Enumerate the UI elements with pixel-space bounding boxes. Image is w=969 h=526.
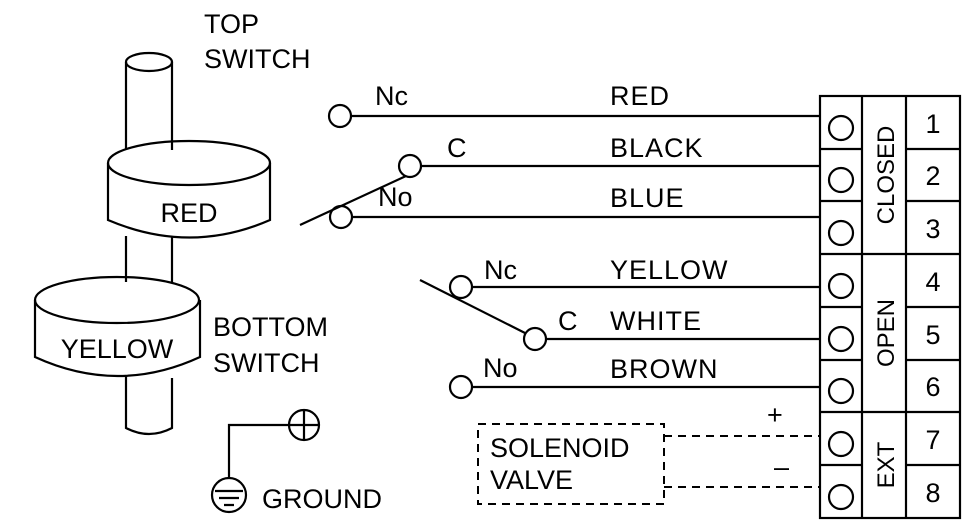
top-switch-contacts: Nc RED C BLACK No BLUE <box>299 81 820 230</box>
terminal-screw-5 <box>827 325 855 353</box>
contact-c-top: C <box>447 133 467 163</box>
terminal-number-4: 4 <box>925 267 940 297</box>
bottom-cam-yellow: YELLOW <box>33 275 202 378</box>
solenoid-label-line1: SOLENOID <box>490 433 630 463</box>
contact-c-bottom: C <box>558 306 578 336</box>
wire-black-label: BLACK <box>610 133 704 163</box>
terminal-number-6: 6 <box>925 372 940 402</box>
solenoid-label-line2: VALVE <box>490 465 573 495</box>
wire-white-label: WHITE <box>610 306 702 336</box>
terminal-number-8: 8 <box>925 478 940 508</box>
terminal-screw-7 <box>827 430 855 458</box>
terminal-screw-1 <box>827 114 855 142</box>
terminal-screw-3 <box>827 219 855 247</box>
terminal-screw-2 <box>827 166 855 194</box>
group-open-label: OPEN <box>873 299 900 367</box>
solenoid-minus: – <box>774 452 789 482</box>
group-closed-label: CLOSED <box>873 126 900 225</box>
bottom-switch-label-line1: BOTTOM <box>213 312 328 342</box>
wire-blue-label: BLUE <box>610 183 685 213</box>
contact-nc-bottom: Nc <box>484 255 517 285</box>
terminal-block: CLOSED OPEN EXT 1 2 3 4 5 6 7 8 <box>818 94 962 520</box>
bottom-cam-label: YELLOW <box>61 334 174 364</box>
bottom-switch-label-line2: SWITCH <box>213 348 319 378</box>
wire-brown-label: BROWN <box>610 354 719 384</box>
solenoid-valve: SOLENOID VALVE + – <box>477 400 820 505</box>
solenoid-plus: + <box>767 400 783 430</box>
ground-icon <box>210 476 248 514</box>
top-switch-label-line2: SWITCH <box>204 44 310 74</box>
wire-red-label: RED <box>610 81 670 111</box>
ground-label: GROUND <box>262 484 382 514</box>
terminal-number-1: 1 <box>925 109 940 139</box>
group-ext-label: EXT <box>873 441 900 488</box>
terminal-number-5: 5 <box>925 320 940 350</box>
terminal-screw-6 <box>827 377 855 405</box>
terminal-number-3: 3 <box>925 214 940 244</box>
switch-assembly: RED YELLOW <box>33 51 272 436</box>
contact-no-bottom: No <box>483 353 518 383</box>
top-cam-red: RED <box>106 139 272 239</box>
contact-no-top: No <box>378 182 413 212</box>
contact-nc-top: Nc <box>375 81 408 111</box>
terminal-number-2: 2 <box>925 161 940 191</box>
top-cam-label: RED <box>160 198 217 228</box>
terminal-number-7: 7 <box>925 425 940 455</box>
terminal-screw-8 <box>827 483 855 511</box>
top-switch-label-line1: TOP <box>204 9 259 39</box>
terminal-screw-4 <box>827 272 855 300</box>
ground-symbol: GROUND <box>210 408 382 514</box>
wire-yellow-label: YELLOW <box>610 255 729 285</box>
bottom-switch-contacts: Nc YELLOW C WHITE No BROWN <box>419 255 820 400</box>
